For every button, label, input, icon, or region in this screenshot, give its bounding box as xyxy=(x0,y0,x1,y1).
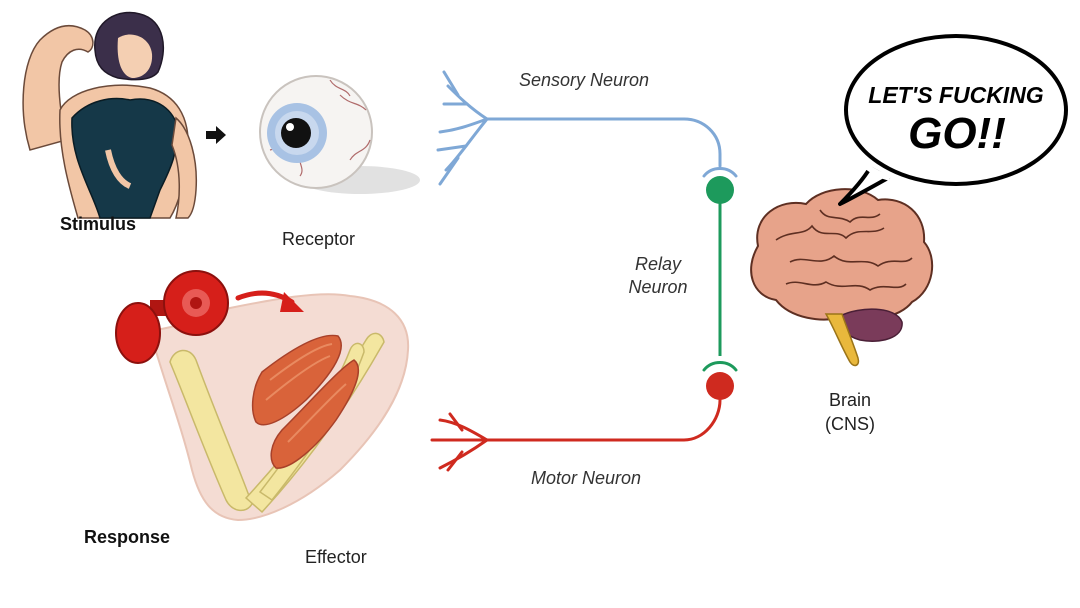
dumbbell xyxy=(115,270,229,364)
relay-neuron-label-line1: Relay xyxy=(634,254,682,274)
speech-bubble-line1: LET'S FUCKING xyxy=(868,82,1044,108)
brain-label: Brain (CNS) xyxy=(812,390,888,435)
sensory-neuron xyxy=(436,70,738,186)
effector-label: Effector xyxy=(305,547,367,567)
relay-neuron-label-line2: Neuron xyxy=(628,277,688,297)
sensory-neuron-label: Sensory Neuron xyxy=(519,70,650,90)
stimulus-label: Stimulus xyxy=(60,214,137,234)
movement-arrow-icon xyxy=(235,290,304,312)
relay-neuron-label: Relay Neuron xyxy=(620,254,696,298)
response-label: Response xyxy=(84,527,171,547)
motor-neuron-label: Motor Neuron xyxy=(531,468,642,488)
receptor-eye xyxy=(259,75,420,194)
relay-neuron xyxy=(702,176,738,372)
stimulus-arrow-icon xyxy=(206,126,226,144)
receptor-label: Receptor xyxy=(282,229,356,249)
brain xyxy=(750,188,934,367)
effector-arm xyxy=(148,293,410,522)
brain-label-line1: Brain xyxy=(828,390,872,410)
motor-neuron-cell-body xyxy=(706,372,734,400)
brain-label-line2: (CNS) xyxy=(825,414,875,434)
motor-neuron xyxy=(430,384,722,472)
speech-bubble-line2: GO!! xyxy=(908,109,1006,158)
stimulus-figure xyxy=(10,10,202,220)
speech-bubble xyxy=(838,34,1068,206)
